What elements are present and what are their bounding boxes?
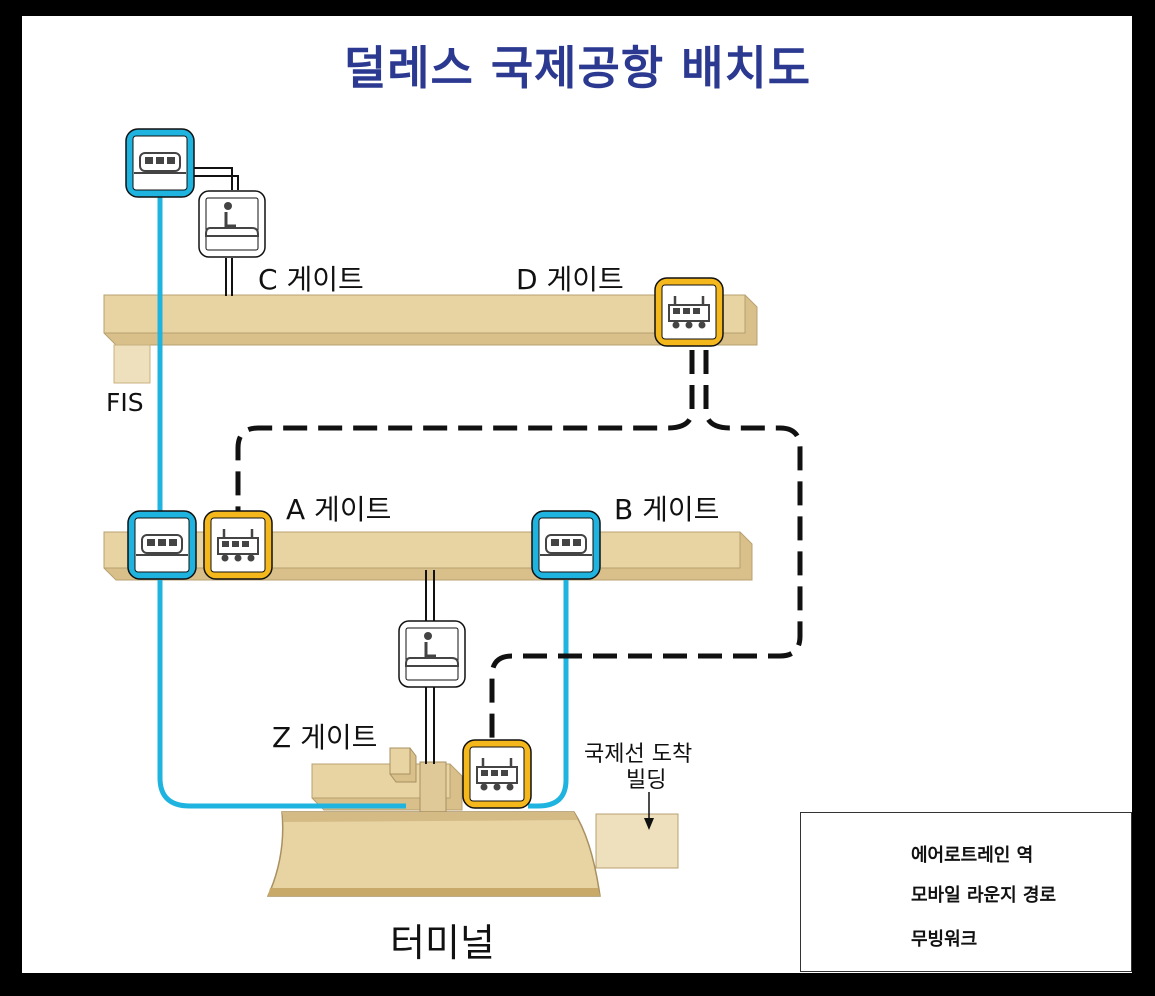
fis-building	[113, 344, 151, 384]
label-gate-a: A 게이트	[286, 493, 392, 526]
mobile-lounge-station-d	[654, 277, 724, 347]
label-gate-b: B 게이트	[614, 493, 720, 526]
aerotrain-station-c	[125, 128, 195, 198]
legend-mobile-lounge-label: 모바일 라운지 경로	[911, 885, 1057, 906]
legend: 에어로트레인 역 모바일 라운지 경로 무빙워크	[800, 812, 1132, 972]
label-gate-c: C 게이트	[258, 263, 364, 296]
label-fis: FIS	[106, 388, 144, 417]
arrow-down-icon	[644, 818, 654, 830]
aerotrain-station-b	[531, 510, 601, 580]
label-gate-d: D 게이트	[516, 263, 624, 296]
mobile-lounge-station-terminal	[462, 739, 532, 809]
label-gate-z: Z 게이트	[272, 721, 378, 754]
moving-walkway-a-z	[425, 570, 435, 764]
arrivals-arrow	[644, 792, 654, 830]
legend-moving-walkway: 무빙워크	[801, 919, 1131, 955]
concourse-ab	[103, 531, 753, 581]
gate-z-building	[311, 747, 463, 813]
aerotrain-line	[157, 196, 569, 809]
legend-aerotrain: 에어로트레인 역	[801, 835, 1131, 871]
main-terminal	[266, 811, 601, 897]
map-title: 덜레스 국제공항 배치도	[343, 41, 812, 95]
legend-aerotrain-label: 에어로트레인 역	[911, 845, 1034, 866]
mobile-lounge-station-a	[203, 510, 273, 580]
legend-mobile-lounge: 모바일 라운지 경로	[801, 875, 1131, 911]
aerotrain-station-a	[127, 510, 197, 580]
mobile-lounge-route	[235, 350, 803, 744]
label-intl-arrivals-1: 국제선 도착	[584, 742, 693, 767]
walkway-c	[198, 190, 266, 258]
walkway-a-z	[398, 620, 466, 688]
moving-walkway-c	[192, 167, 239, 296]
label-terminal: 터미널	[390, 921, 495, 965]
label-intl-arrivals-2: 빌딩	[626, 768, 667, 793]
intl-arrivals-building	[595, 813, 679, 869]
concourse-cd	[103, 294, 758, 384]
legend-moving-walkway-label: 무빙워크	[911, 929, 978, 950]
